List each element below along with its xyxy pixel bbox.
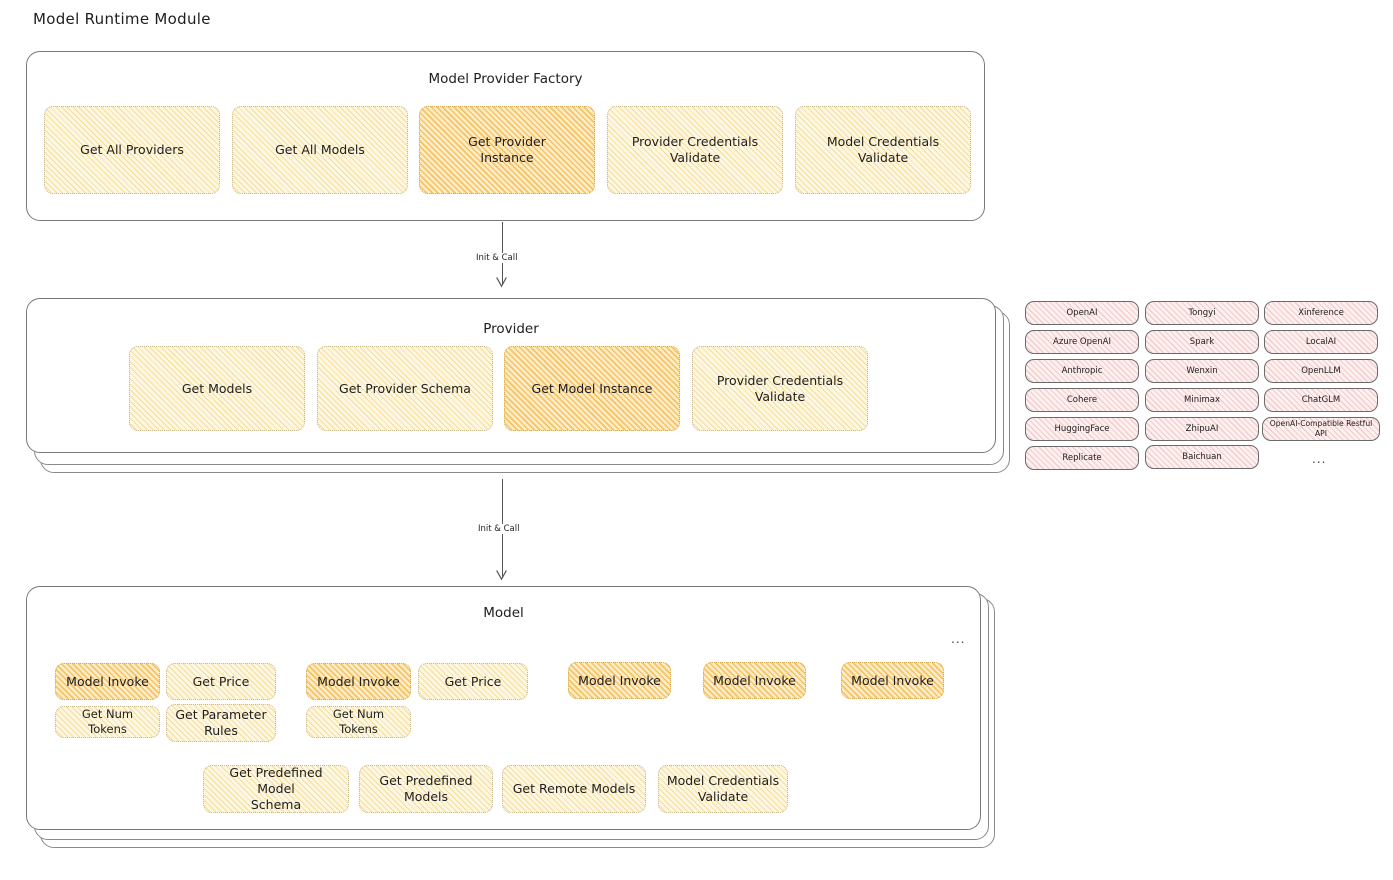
factory-method-label-line1: Provider Credentials xyxy=(631,134,759,149)
provider-chip-label: LocalAI xyxy=(1305,336,1337,347)
provider-chip-label: OpenAI xyxy=(1066,307,1098,318)
provider-chip-label: HuggingFace xyxy=(1054,423,1110,434)
model-title: Model xyxy=(483,605,524,621)
factory-method-model-credentials-validate[interactable]: Model Credentials Validate xyxy=(795,106,971,194)
provider-chip-label: ChatGLM xyxy=(1301,394,1341,405)
model-types-more-ellipsis: ... xyxy=(951,632,966,646)
provider-chip-chatglm[interactable]: ChatGLM xyxy=(1264,388,1378,412)
provider-chip-label: Cohere xyxy=(1066,394,1098,405)
provider-chip-openai[interactable]: OpenAI xyxy=(1025,301,1139,325)
factory-method-label-line2: Validate xyxy=(857,150,909,165)
factory-title: Model Provider Factory xyxy=(428,71,583,87)
model-method-label: Get Num Tokens xyxy=(332,707,385,736)
provider-chip-zhipuai[interactable]: ZhipuAI xyxy=(1145,417,1259,441)
model-method-label-line1: Get Predefined xyxy=(379,773,473,788)
model-method-label: Get Price xyxy=(444,673,502,689)
provider-chip-baichuan[interactable]: Baichuan xyxy=(1145,445,1259,469)
text-embedding-method-get-num-tokens[interactable]: Get Num Tokens xyxy=(306,706,411,738)
model-method-label-line2: Validate xyxy=(697,789,749,804)
provider-method-get-provider-schema[interactable]: Get Provider Schema xyxy=(317,346,493,431)
provider-method-get-model-instance[interactable]: Get Model Instance xyxy=(504,346,680,431)
model-method-label-line2: Schema xyxy=(250,797,302,812)
llm-method-model-invoke[interactable]: Model Invoke xyxy=(55,663,160,700)
factory-method-label: Get All Providers xyxy=(80,142,184,157)
model-method-label: Get Num Tokens xyxy=(81,707,134,736)
factory-method-label: Get All Models xyxy=(275,142,365,157)
factory-method-get-all-models[interactable]: Get All Models xyxy=(232,106,408,194)
model-common-method-get-predefined-model-schema[interactable]: Get Predefined Model Schema xyxy=(203,765,349,813)
provider-chip-azure-openai[interactable]: Azure OpenAI xyxy=(1025,330,1139,354)
provider-chip-label: Baichuan xyxy=(1182,451,1222,462)
provider-chip-label: ZhipuAI xyxy=(1185,423,1219,434)
llm-method-get-num-tokens[interactable]: Get Num Tokens xyxy=(55,706,160,738)
provider-chip-label: Xinference xyxy=(1298,307,1344,318)
model-method-label-line2: Models xyxy=(403,789,449,804)
provider-chip-anthropic[interactable]: Anthropic xyxy=(1025,359,1139,383)
provider-title: Provider xyxy=(483,321,539,337)
provider-chip-replicate[interactable]: Replicate xyxy=(1025,446,1139,470)
provider-chip-label: OpenAI-Compatible Restful API xyxy=(1269,419,1373,438)
provider-method-label: Get Models xyxy=(181,380,253,396)
arrow-provider-to-model-head xyxy=(496,570,507,581)
provider-chip-minimax[interactable]: Minimax xyxy=(1145,388,1259,412)
model-method-label: Model Invoke xyxy=(851,672,934,688)
provider-method-get-models[interactable]: Get Models xyxy=(129,346,305,431)
provider-method-label: Get Provider Schema xyxy=(339,380,471,396)
provider-chip-label: Spark xyxy=(1189,336,1215,347)
model-method-label: Model Invoke xyxy=(317,673,400,689)
model-method-label: Model Invoke xyxy=(66,673,149,689)
factory-method-get-provider-instance[interactable]: Get Provider Instance xyxy=(419,106,595,194)
factory-method-label-line2: Instance xyxy=(480,150,534,165)
provider-method-label: Get Model Instance xyxy=(531,380,653,396)
factory-method-provider-credentials-validate[interactable]: Provider Credentials Validate xyxy=(607,106,783,194)
provider-method-label-line1: Provider Credentials xyxy=(716,372,844,388)
model-method-label-line1: Get Parameter xyxy=(175,707,267,722)
model-method-label-line1: Model Credentials xyxy=(666,773,780,788)
factory-method-label-line1: Get Provider xyxy=(468,134,546,149)
model-method-label: Model Invoke xyxy=(713,672,796,688)
model-method-label-line2: Rules xyxy=(204,723,238,738)
factory-method-label-line1: Model Credentials xyxy=(826,134,940,149)
model-common-method-get-predefined-models[interactable]: Get Predefined Models xyxy=(359,765,493,813)
provider-chip-localai[interactable]: LocalAI xyxy=(1264,330,1378,354)
provider-chip-huggingface[interactable]: HuggingFace xyxy=(1025,417,1139,441)
text-embedding-method-get-price[interactable]: Get Price xyxy=(418,663,528,700)
llm-method-get-parameter-rules[interactable]: Get Parameter Rules xyxy=(166,704,276,742)
provider-chip-label: Tongyi xyxy=(1188,307,1216,318)
rerank-method-model-invoke[interactable]: Model Invoke xyxy=(841,662,944,699)
provider-method-label-line2: Validate xyxy=(754,388,806,404)
model-common-method-model-credentials-validate[interactable]: Model Credentials Validate xyxy=(658,765,788,813)
arrow-factory-to-provider-head xyxy=(496,277,507,288)
model-common-method-get-remote-models[interactable]: Get Remote Models xyxy=(502,765,646,813)
provider-chip-openai-compatible-restful-api[interactable]: OpenAI-Compatible Restful API xyxy=(1262,417,1380,441)
factory-method-get-all-providers[interactable]: Get All Providers xyxy=(44,106,220,194)
page-title: Model Runtime Module xyxy=(33,10,211,28)
provider-chip-label: Wenxin xyxy=(1186,365,1218,376)
model-method-label-line1: Get Predefined Model xyxy=(229,765,323,796)
model-method-label: Get Price xyxy=(192,673,250,689)
provider-chip-label: Azure OpenAI xyxy=(1053,336,1111,347)
model-method-label: Get Remote Models xyxy=(512,781,636,796)
factory-method-label-line2: Validate xyxy=(669,150,721,165)
text-embedding-method-model-invoke[interactable]: Model Invoke xyxy=(306,663,411,700)
provider-chip-label: OpenLLM xyxy=(1301,365,1341,376)
provider-chip-tongyi[interactable]: Tongyi xyxy=(1145,301,1259,325)
speech2text-method-model-invoke[interactable]: Model Invoke xyxy=(568,662,671,699)
provider-chip-label: Replicate xyxy=(1062,452,1102,463)
arrow-label-init-and-call-2: Init & Call xyxy=(475,524,523,534)
provider-chip-xinference[interactable]: Xinference xyxy=(1264,301,1378,325)
provider-chip-cohere[interactable]: Cohere xyxy=(1025,388,1139,412)
llm-method-get-price[interactable]: Get Price xyxy=(166,663,276,700)
provider-chip-wenxin[interactable]: Wenxin xyxy=(1145,359,1259,383)
model-method-label: Model Invoke xyxy=(578,672,661,688)
provider-chip-openllm[interactable]: OpenLLM xyxy=(1264,359,1378,383)
provider-chip-spark[interactable]: Spark xyxy=(1145,330,1259,354)
provider-list-more-ellipsis: ... xyxy=(1312,452,1327,466)
provider-method-provider-credentials-validate[interactable]: Provider Credentials Validate xyxy=(692,346,868,431)
provider-chip-label: Anthropic xyxy=(1061,365,1103,376)
moderation-method-model-invoke[interactable]: Model Invoke xyxy=(703,662,806,699)
arrow-label-init-and-call-1: Init & Call xyxy=(473,253,521,263)
provider-chip-label: Minimax xyxy=(1184,394,1220,405)
